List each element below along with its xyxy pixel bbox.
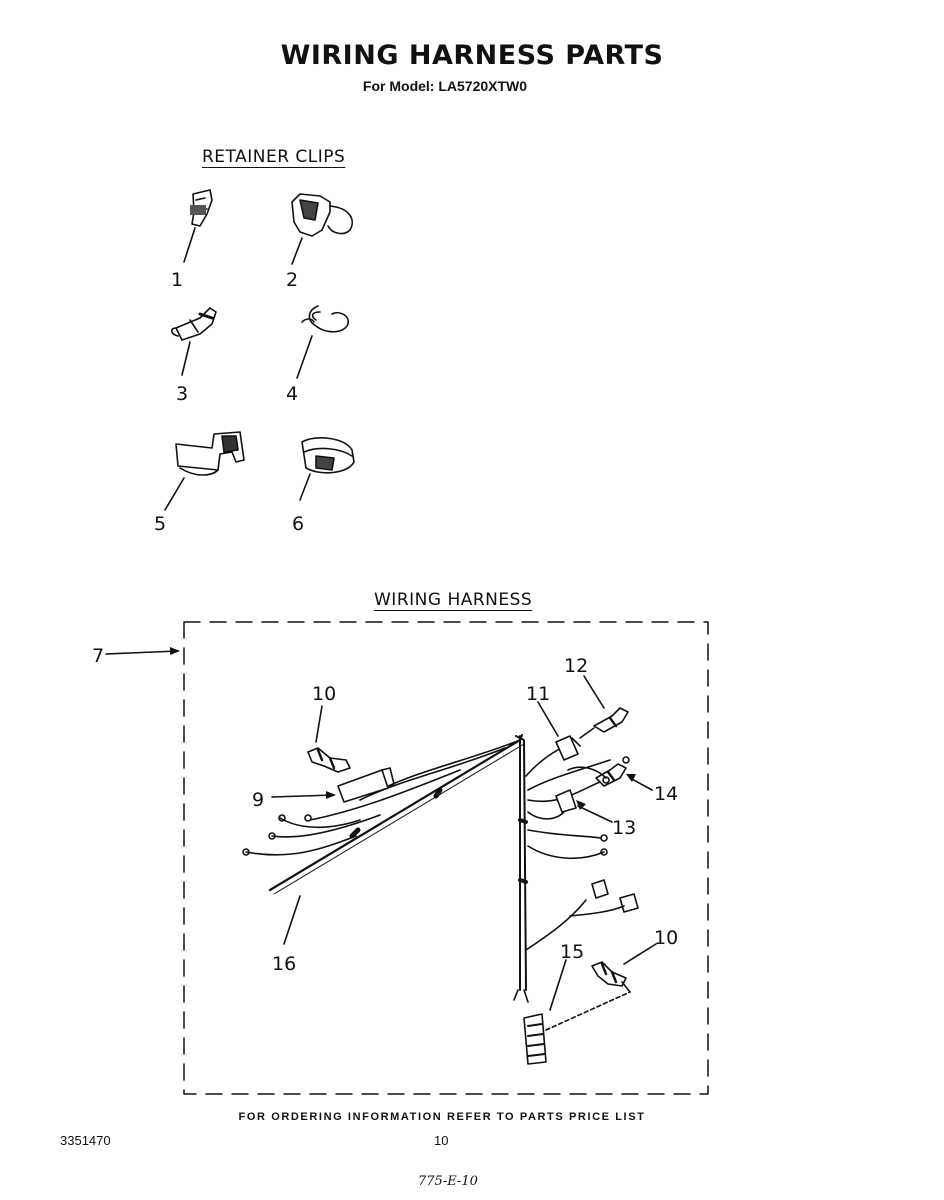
sleeve-16-leader: [283, 895, 301, 945]
callout-4: 4: [286, 383, 298, 405]
clip-4-leader: [296, 335, 313, 379]
harness-left-branches: [242, 739, 521, 856]
page-title: WIRING HARNESS PARTS: [280, 40, 664, 71]
clip-5-leader: [164, 477, 185, 511]
terminal-10-left-drawing: [307, 747, 351, 773]
callout-15: 15: [560, 941, 584, 963]
model-subtitle: For Model: LA5720XTW0: [362, 78, 528, 94]
callout-3: 3: [176, 383, 188, 405]
callout-16: 16: [272, 953, 296, 975]
retainer-clip-6-drawing: [301, 437, 355, 474]
connector-9-drawing: [337, 767, 395, 803]
clip-6-leader: [299, 473, 311, 501]
retainer-clip-4-drawing: [301, 305, 350, 333]
callout-14: 14: [654, 783, 678, 805]
callout-1: 1: [171, 269, 183, 291]
retainer-clip-5-drawing: [175, 431, 245, 476]
connector-11-leader: [537, 701, 559, 737]
clip-2-leader: [291, 237, 303, 265]
retainer-clip-1-drawing: [190, 189, 213, 227]
connector-11-drawing: [555, 735, 581, 761]
page-number: 10: [434, 1133, 449, 1148]
retainer-clip-2-drawing: [291, 193, 354, 237]
retainer-clips-heading: RETAINER CLIPS: [202, 147, 346, 167]
terminal-12-drawing: [579, 707, 629, 739]
connector-15-drawing: [523, 991, 631, 1065]
terminal-14-drawing: [595, 763, 627, 787]
clip-3-leader: [181, 341, 191, 376]
document-number: 3351470: [60, 1133, 111, 1148]
callout-2: 2: [286, 269, 298, 291]
harness-trunk: [268, 733, 529, 1003]
connector-9-leader: [271, 794, 335, 798]
clip-1-leader: [183, 227, 196, 263]
callout-10-left: 10: [312, 683, 336, 705]
callout-11: 11: [526, 683, 550, 705]
callout-5: 5: [154, 513, 166, 535]
retainer-clip-3-drawing: [170, 307, 217, 341]
callout-12: 12: [564, 655, 588, 677]
handwritten-code: 775-E-10: [418, 1174, 478, 1189]
connector-13-drawing: [555, 789, 577, 813]
callout-6: 6: [292, 513, 304, 535]
callout-7: 7: [92, 645, 104, 667]
ordering-note: FOR ORDERING INFORMATION REFER TO PARTS …: [238, 1111, 646, 1123]
wiring-harness-heading: WIRING HARNESS: [374, 590, 533, 610]
connector-15-leader: [549, 959, 567, 1011]
terminal-10-right-drawing: [591, 961, 631, 993]
lower-right-connectors: [591, 879, 639, 913]
terminal-12-leader: [583, 675, 605, 709]
terminal-14-leader: [629, 777, 653, 791]
harness-leader: [105, 650, 179, 655]
harness-right-branches: [525, 745, 630, 951]
terminal-10-left-leader: [315, 705, 323, 743]
callout-9: 9: [252, 789, 264, 811]
callout-10-right: 10: [654, 927, 678, 949]
connector-13-leader: [577, 805, 613, 823]
harness-boundary: [183, 621, 709, 1095]
callout-13: 13: [612, 817, 636, 839]
terminal-10-right-leader: [623, 943, 657, 965]
